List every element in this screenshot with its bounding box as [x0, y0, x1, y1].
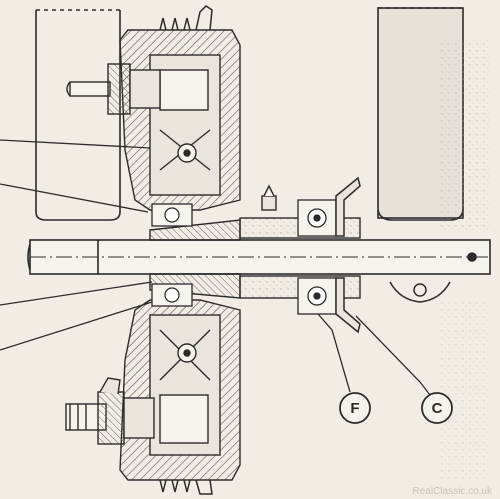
- callout-c-label: C: [432, 400, 443, 417]
- cooling-fins: [159, 5, 213, 495]
- callout-c: C: [421, 392, 453, 424]
- wheel-spindle: [27, 239, 491, 275]
- left-fork-leg: [35, 9, 121, 221]
- brake-shoe-upper: [149, 54, 221, 196]
- right-fork-clamp: [389, 281, 451, 303]
- bearing-left-upper: [151, 203, 193, 227]
- watermark: RealClassic.co.uk: [413, 486, 493, 497]
- callout-f: F: [339, 392, 371, 424]
- lower-torque-stud: [65, 377, 155, 445]
- bearing-right-lower: [297, 277, 337, 315]
- leader-lines: [0, 139, 431, 396]
- bearing-left-lower: [151, 283, 193, 307]
- bearing-right-upper: [297, 199, 337, 237]
- paper-shading: [440, 40, 490, 480]
- dust-cover: [335, 176, 361, 334]
- callout-f-label: F: [350, 400, 359, 417]
- grease-nipple: [261, 184, 277, 211]
- upper-cam-stud: [66, 63, 161, 115]
- brake-shoe-lower: [149, 314, 221, 456]
